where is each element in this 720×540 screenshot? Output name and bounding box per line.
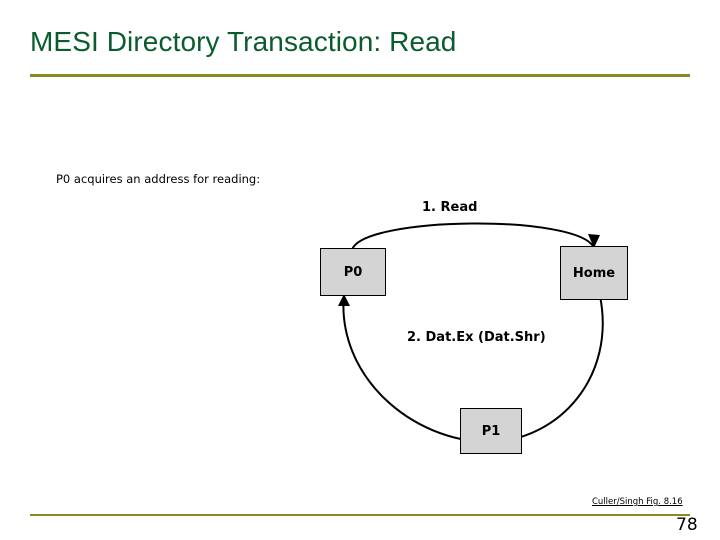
node-home: Home <box>560 246 628 300</box>
title-divider <box>30 74 690 77</box>
edge-label-datex: 2. Dat.Ex (Dat.Shr) <box>407 330 546 345</box>
page-number: 78 <box>676 515 698 535</box>
node-p1: P1 <box>460 408 522 454</box>
page-title: MESI Directory Transaction: Read <box>30 26 457 57</box>
arrowhead-datex <box>338 294 350 306</box>
bottom-divider <box>30 514 690 516</box>
figure-credit: Culler/Singh Fig. 8.16 <box>592 497 683 507</box>
node-p1-label: P1 <box>481 423 501 439</box>
edge-label-read: 1. Read <box>422 200 478 215</box>
node-p0: P0 <box>320 248 386 296</box>
arc-read <box>351 222 595 251</box>
arrowhead-read <box>588 234 600 248</box>
node-home-label: Home <box>572 265 616 281</box>
slide-caption: P0 acquires an address for reading: <box>56 172 261 186</box>
node-p0-label: P0 <box>343 264 363 280</box>
mesi-read-diagram: P0 Home P1 1. Read 2. Dat.Ex (Dat.Shr) <box>300 190 640 480</box>
